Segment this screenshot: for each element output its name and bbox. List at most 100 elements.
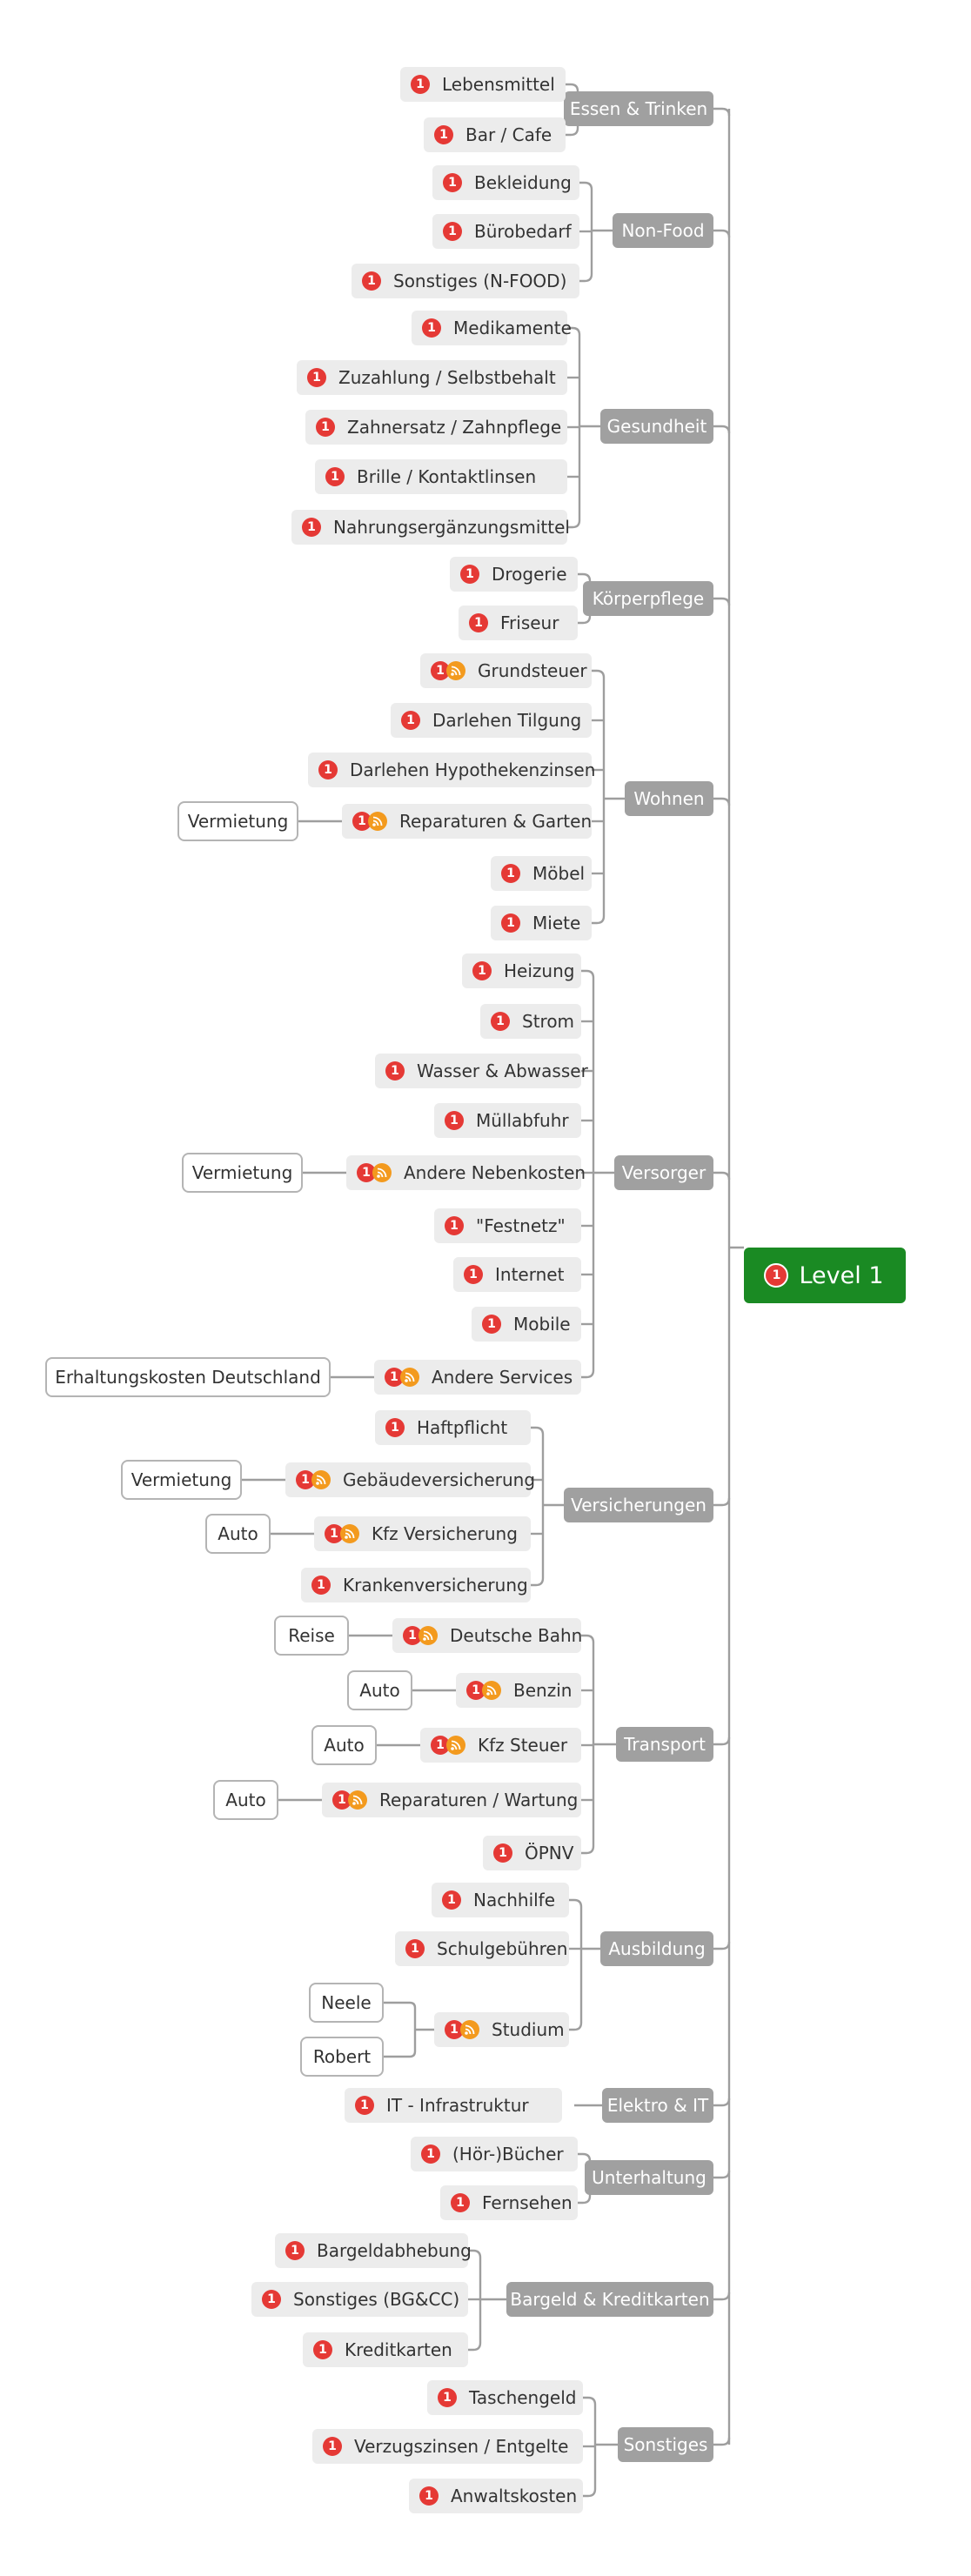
marker-group: 1 [403,1626,438,1645]
category-versorger[interactable]: Versorger [614,1155,713,1190]
category-sonstiges[interactable]: Sonstiges [618,2427,713,2462]
marker-group: 1 [472,961,492,980]
marker-group: 1 [501,864,520,883]
priority-1-icon: 1 [431,661,450,680]
marker-group: 1 [316,418,335,437]
priority-1-icon: 1 [482,1315,501,1334]
priority-1-icon: 1 [313,2340,332,2359]
category-gesundheit[interactable]: Gesundheit [600,409,713,444]
linked-topic-robert[interactable]: Robert [300,2037,384,2077]
linked-topic-neele[interactable]: Neele [309,1983,384,2023]
leaf-label: Nahrungsergänzungsmittel [333,517,570,538]
leaf-connector-line [569,2022,583,2031]
marker-group: 1 [355,2096,374,2115]
category-elektro-it[interactable]: Elektro & IT [602,2088,713,2123]
linked-topic-auto[interactable]: Auto [205,1514,271,1554]
linked-topic-vermietung[interactable]: Vermietung [182,1153,303,1193]
leaf-label: Lebensmittel [442,74,555,95]
category-transport[interactable]: Transport [616,1727,713,1762]
linked-topic-vermietung[interactable]: Vermietung [177,801,298,841]
linked-topic-vermietung[interactable]: Vermietung [121,1460,242,1500]
marker-group: 1 [443,222,462,241]
category-non-food[interactable]: Non-Food [613,213,713,248]
priority-1-icon: 1 [460,565,479,584]
leaf-label: Bekleidung [474,172,572,193]
marker-group: 1 [460,565,479,584]
priority-1-icon: 1 [493,1843,512,1863]
leaf-connector-line [592,915,606,925]
leaf-connector-line [578,615,592,625]
priority-1-icon: 1 [323,2437,342,2456]
category-unterhaltung[interactable]: Unterhaltung [585,2160,713,2195]
category-ausbildung[interactable]: Ausbildung [600,1931,713,1966]
category-essen-trinken[interactable]: Essen & Trinken [564,91,713,126]
marker-group: 1 [362,271,381,291]
priority-1-icon: 1 [445,2020,464,2039]
leaf-hoer-buecher[interactable]: 1(Hör-)Bücher [411,2137,578,2171]
leaf-connector-line [578,2195,592,2205]
linked-topic-reise[interactable]: Reise [274,1616,349,1656]
marker-group: 1 [442,1890,461,1910]
linked-topic-label: Neele [321,1992,372,2013]
category-versicherungen[interactable]: Versicherungen [564,1488,713,1522]
marker-group: 1 [262,2290,281,2309]
category-label: Sonstiges [623,2434,708,2455]
linked-topic-auto[interactable]: Auto [347,1670,412,1710]
category-koerperpflege[interactable]: Körperpflege [583,581,713,616]
category-bargeld-kreditkarten[interactable]: Bargeld & Kreditkarten [506,2282,713,2317]
root-node[interactable]: 1 Level 1 [744,1248,906,1303]
marker-group: 1 [313,2340,332,2359]
leaf-festnetz[interactable]: 1"Festnetz" [434,1208,581,1243]
linked-topic-auto[interactable]: Auto [213,1780,278,1820]
linked-topic-auto[interactable]: Auto [311,1725,377,1765]
linked-topic-erhaltungskosten-deutschland[interactable]: Erhaltungskosten Deutschland [45,1357,331,1397]
category-wohnen[interactable]: Wohnen [625,781,713,816]
